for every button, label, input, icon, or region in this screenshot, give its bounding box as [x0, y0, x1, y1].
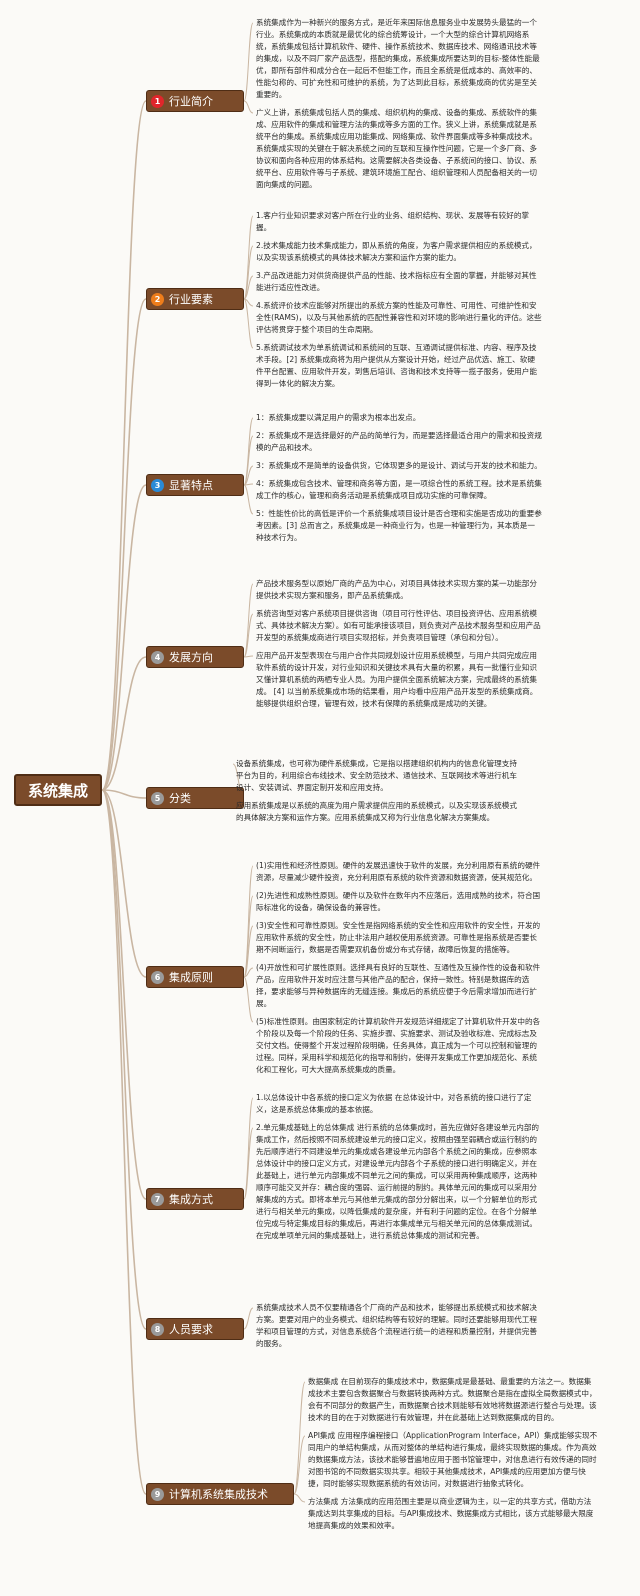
root-to-topic-line: [101, 789, 147, 799]
topic-label: 集成原则: [169, 971, 213, 984]
root-to-topic-line: [101, 484, 147, 791]
note-paragraph: 4.系统评价技术应能够对所提出的系统方案的性能及可靠性、可用性、可维护性和安全性…: [256, 301, 542, 334]
topic-to-note-line: [293, 1493, 306, 1503]
note-paragraph: (4)开放性和可扩展性原则。选择具有良好的互联性、互通性及互操作性的设备和软件产…: [256, 963, 541, 1008]
note-paragraph: 应用产品开发型表现在与用户合作共同规划设计应用系统模型，与用户共同完成应用软件系…: [256, 651, 538, 708]
note-paragraph: 5.系统调试技术为单系统调试和系统间的互联、互通调试提供标准、内容、程序及技术手…: [256, 343, 537, 388]
number-badge-icon: 6: [151, 970, 164, 984]
note-paragraph: 数据集成 在目前现存的集成技术中，数据集成是最基础、最重要的方法之一。数据集成技…: [308, 1377, 597, 1422]
number-badge-icon: 4: [151, 650, 164, 664]
topic-label: 行业简介: [169, 95, 213, 108]
topic-node-5[interactable]: 5 分类: [146, 787, 244, 809]
root-to-topic-line: [101, 789, 147, 1330]
note-paragraph: 系统集成作为一种新兴的服务方式，是近年来国际信息服务业中发展势头最猛的一个行业。…: [256, 18, 540, 99]
root-to-topic-line: [101, 656, 147, 791]
topic-to-note-line: [243, 22, 254, 102]
topic-to-note-line: [243, 976, 254, 1023]
note-paragraph: 2：系统集成不是选择最好的产品的简单行为，而是要选择最适合用户的需求和投资规模的…: [256, 431, 542, 452]
note-paragraph: 应用系统集成是以系统的高度为用户需求提供应用的系统模式，以及实现该系统模式的具体…: [236, 801, 517, 822]
note-paragraph: 1：系统集成要以满足用户的需求为根本出发点。: [256, 413, 421, 422]
topic-notes-5: 设备系统集成，也可称为硬件系统集成，它是指以搭建组织机构内的信息化管理支持平台为…: [236, 758, 522, 830]
topic-to-note-line: [243, 583, 254, 658]
topic-to-note-line: [243, 655, 254, 658]
topic-node-1[interactable]: 1 行业简介: [146, 90, 244, 112]
topic-notes-6: (1)实用性和经济性原则。硬件的发展迅速快于软件的发展，充分利用原有系统的硬件资…: [256, 860, 542, 1082]
note-paragraph: 3：系统集成不是简单的设备供货，它体现更多的是设计、调试与开发的技术和能力。: [256, 461, 542, 470]
topic-label: 人员要求: [169, 1323, 213, 1336]
topic-node-8[interactable]: 8 人员要求: [146, 1318, 244, 1340]
topic-to-note-line: [243, 1307, 254, 1330]
number-badge-icon: 9: [151, 1487, 164, 1501]
topic-notes-8: 系统集成技术人员不仅要精通各个厂商的产品和技术，能够提出系统模式和技术解决方案。…: [256, 1302, 542, 1356]
topic-to-note-line: [243, 925, 254, 978]
note-paragraph: (2)先进性和成熟性原则。硬件以及软件在数年内不应落后，选用成熟的技术，符合国际…: [256, 891, 541, 912]
note-paragraph: (5)标准性原则。由国家制定的计算机软件开发规范详细规定了计算机软件开发中的各个…: [256, 1017, 541, 1074]
topic-to-note-line: [243, 100, 254, 114]
root-node[interactable]: 系统集成: [14, 774, 102, 806]
topic-to-note-line: [293, 1381, 306, 1495]
topic-label: 分类: [169, 792, 191, 805]
number-badge-icon: 5: [151, 791, 164, 805]
topic-to-note-line: [243, 298, 254, 349]
root-label: 系统集成: [27, 781, 88, 800]
root-to-topic-line: [101, 298, 147, 791]
note-paragraph: 设备系统集成，也可称为硬件系统集成，它是指以搭建组织机构内的信息化管理支持平台为…: [236, 759, 517, 792]
topic-label: 计算机系统集成技术: [169, 1488, 268, 1501]
note-paragraph: 系统集成技术人员不仅要精通各个厂商的产品和技术，能够提出系统模式和技术解决方案。…: [256, 1303, 537, 1348]
note-paragraph: 1.以总体设计中各系统的接口定义为依据 在总体设计中，对各系统的接口进行了定义，…: [256, 1093, 532, 1114]
note-paragraph: 产品技术服务型以原始厂商的产品为中心，对项目具体技术实现方案的某一功能部分提供技…: [256, 579, 537, 600]
note-paragraph: 1.客户行业知识要求对客户所在行业的业务、组织结构、现状、发展等有较好的掌握。: [256, 211, 530, 232]
topic-to-note-line: [243, 1127, 254, 1200]
topic-notes-4: 产品技术服务型以原始厂商的产品为中心，对项目具体技术实现方案的某一功能部分提供技…: [256, 578, 542, 716]
root-to-topic-line: [101, 789, 147, 1495]
root-to-topic-line: [101, 789, 147, 978]
note-paragraph: 3.产品改进能力对供货商提供产品的性能、技术指标应有全面的掌握，并能够对其性能进…: [256, 271, 537, 292]
note-paragraph: API集成 应用程序编程接口（ApplicationProgram Interf…: [308, 1431, 598, 1488]
topic-node-9[interactable]: 9 计算机系统集成技术: [146, 1483, 294, 1505]
topic-notes-2: 1.客户行业知识要求对客户所在行业的业务、组织结构、现状、发展等有较好的掌握。 …: [256, 210, 542, 396]
note-paragraph: 2.单元集成基础上的总体集成 进行系统的总体集成时，首先应做好各建设单元内部的集…: [256, 1123, 540, 1240]
topic-label: 行业要素: [169, 293, 213, 306]
number-badge-icon: 7: [151, 1192, 164, 1206]
number-badge-icon: 8: [151, 1322, 164, 1336]
topic-to-note-line: [243, 484, 254, 515]
topic-to-note-line: [243, 275, 254, 300]
topic-to-note-line: [293, 1435, 306, 1495]
topic-notes-1: 系统集成作为一种新兴的服务方式，是近年来国际信息服务业中发展势头最猛的一个行业。…: [256, 17, 542, 197]
topic-to-note-line: [243, 245, 254, 300]
number-badge-icon: 2: [151, 292, 164, 306]
topic-notes-7: 1.以总体设计中各系统的接口定义为依据 在总体设计中，对各系统的接口进行了定义，…: [256, 1092, 542, 1248]
topic-to-note-line: [243, 435, 254, 486]
topic-node-6[interactable]: 6 集成原则: [146, 966, 244, 988]
topic-node-4[interactable]: 4 发展方向: [146, 646, 244, 668]
topic-notes-3: 1：系统集成要以满足用户的需求为根本出发点。 2：系统集成不是选择最好的产品的简…: [256, 412, 542, 550]
topic-label: 发展方向: [169, 651, 213, 664]
topic-label: 显著特点: [169, 479, 213, 492]
topic-node-3[interactable]: 3 显著特点: [146, 474, 244, 496]
topic-node-2[interactable]: 2 行业要素: [146, 288, 244, 310]
note-paragraph: 2.技术集成能力技术集成能力，即从系统的角度，为客户需求提供相应的系统模式，以及…: [256, 241, 537, 262]
topic-to-note-line: [243, 865, 254, 978]
number-badge-icon: 3: [151, 478, 164, 492]
note-paragraph: 5：性能性价比的高低是评价一个系统集成项目设计是否合理和实施是否成功的重要参考因…: [256, 509, 542, 542]
topic-to-note-line: [243, 465, 254, 486]
note-paragraph: (3)安全性和可靠性原则。安全性是指网络系统的安全性和应用软件的安全性，开发的应…: [256, 921, 541, 954]
note-paragraph: (1)实用性和经济性原则。硬件的发展迅速快于软件的发展，充分利用原有系统的硬件资…: [256, 861, 541, 882]
note-paragraph: 广义上讲，系统集成包括人员的集成、组织机构的集成、设备的集成、系统软件的集成、应…: [256, 108, 537, 189]
topic-to-note-line: [243, 613, 254, 658]
note-paragraph: 系统咨询型对客户系统项目提供咨询（项目可行性评估、项目投资评估、应用系统模式、具…: [256, 609, 541, 642]
topic-to-note-line: [243, 483, 254, 486]
number-badge-icon: 1: [151, 94, 164, 108]
root-to-topic-line: [101, 100, 147, 791]
note-paragraph: 4：系统集成包含技术、管理和商务等方面，是一项综合性的系统工程。技术是系统集成工…: [256, 479, 542, 500]
note-paragraph: 方法集成 方法集成的应用范围主要是以商业逻辑为主，以一定的共享方式，借助方法集成…: [308, 1497, 594, 1530]
topic-label: 集成方式: [169, 1193, 213, 1206]
root-to-topic-line: [101, 789, 147, 1200]
topic-to-note-line: [243, 967, 254, 978]
topic-to-note-line: [243, 1097, 254, 1200]
topic-notes-9: 数据集成 在目前现存的集成技术中，数据集成是最基础、最重要的方法之一。数据集成技…: [308, 1376, 598, 1538]
topic-to-note-line: [243, 895, 254, 978]
topic-node-7[interactable]: 7 集成方式: [146, 1188, 244, 1210]
